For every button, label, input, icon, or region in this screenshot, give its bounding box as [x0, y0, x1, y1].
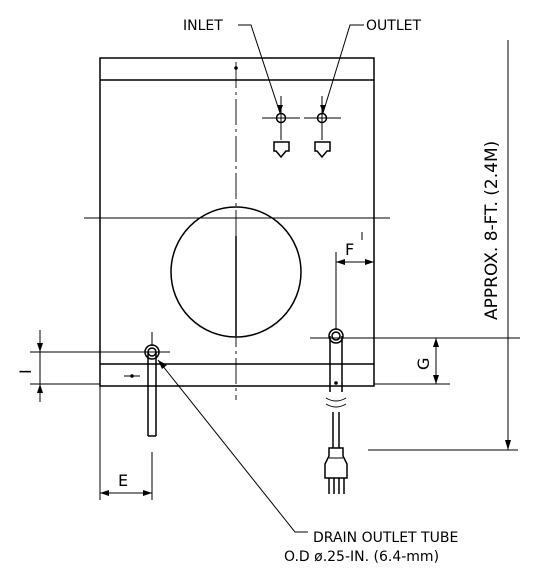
top-center-mark — [234, 66, 238, 70]
outlet-valve-icon — [314, 141, 331, 159]
drain-label-line1: DRAIN OUTLET TUBE — [313, 530, 458, 546]
inlet-label: INLET — [183, 18, 223, 34]
power-cord-assembly — [310, 328, 520, 494]
cord-clip-mark — [334, 381, 338, 385]
drain-tube-assembly — [30, 332, 170, 437]
dim-g-label: G — [414, 358, 433, 370]
drain-leader-line — [157, 359, 308, 533]
height-dimension: APPROX. 8-FT. (2.4M) — [368, 40, 518, 451]
dimension-e: E — [99, 386, 153, 500]
dimension-f: F — [335, 232, 375, 340]
inlet-valve-icon — [273, 141, 290, 159]
g-arrow-bottom — [433, 375, 439, 384]
drain-inner-circle — [147, 347, 157, 357]
f-arrow-left — [336, 259, 345, 265]
unit-body — [84, 57, 390, 400]
drain-label-line2: O.D ø.25-IN. (6.4-mm) — [284, 549, 439, 565]
dim-i-label: I — [16, 369, 35, 374]
cord-entry-inner — [331, 331, 341, 341]
cord-entry-outer — [328, 328, 344, 344]
e-arrow-right — [143, 490, 152, 496]
outlet-fitting — [304, 96, 341, 159]
i-arrow-bottom — [37, 384, 43, 393]
dim-e-label: E — [118, 471, 128, 490]
cord-break-lower — [325, 403, 347, 408]
outlet-label: OUTLET — [366, 18, 421, 34]
dimension-g: G — [374, 338, 450, 385]
inlet-callout: INLET — [183, 18, 283, 114]
drain-callout: DRAIN OUTLET TUBE O.D ø.25-IN. (6.4-mm) — [157, 359, 458, 565]
outlet-leader-line — [322, 24, 364, 114]
cord-break-upper — [325, 397, 347, 402]
outlet-callout: OUTLET — [320, 18, 421, 114]
plug-icon — [324, 447, 348, 479]
cabinet-outline — [99, 57, 375, 387]
outlet-arrowhead — [320, 105, 326, 113]
f-arrow-right — [365, 259, 374, 265]
height-note: APPROX. 8-FT. (2.4M) — [482, 141, 502, 320]
dim-f-label: F — [345, 240, 354, 259]
circular-port — [170, 206, 302, 338]
i-arrow-top — [37, 343, 43, 352]
dimension-i: I — [16, 330, 100, 402]
drain-arrowhead — [158, 360, 167, 369]
inlet-fitting — [262, 96, 300, 159]
inlet-arrowhead — [277, 105, 283, 113]
g-arrow-top — [433, 338, 439, 347]
inlet-leader-line — [238, 24, 281, 114]
height-arrowhead — [505, 440, 511, 450]
e-arrow-left — [100, 490, 109, 496]
